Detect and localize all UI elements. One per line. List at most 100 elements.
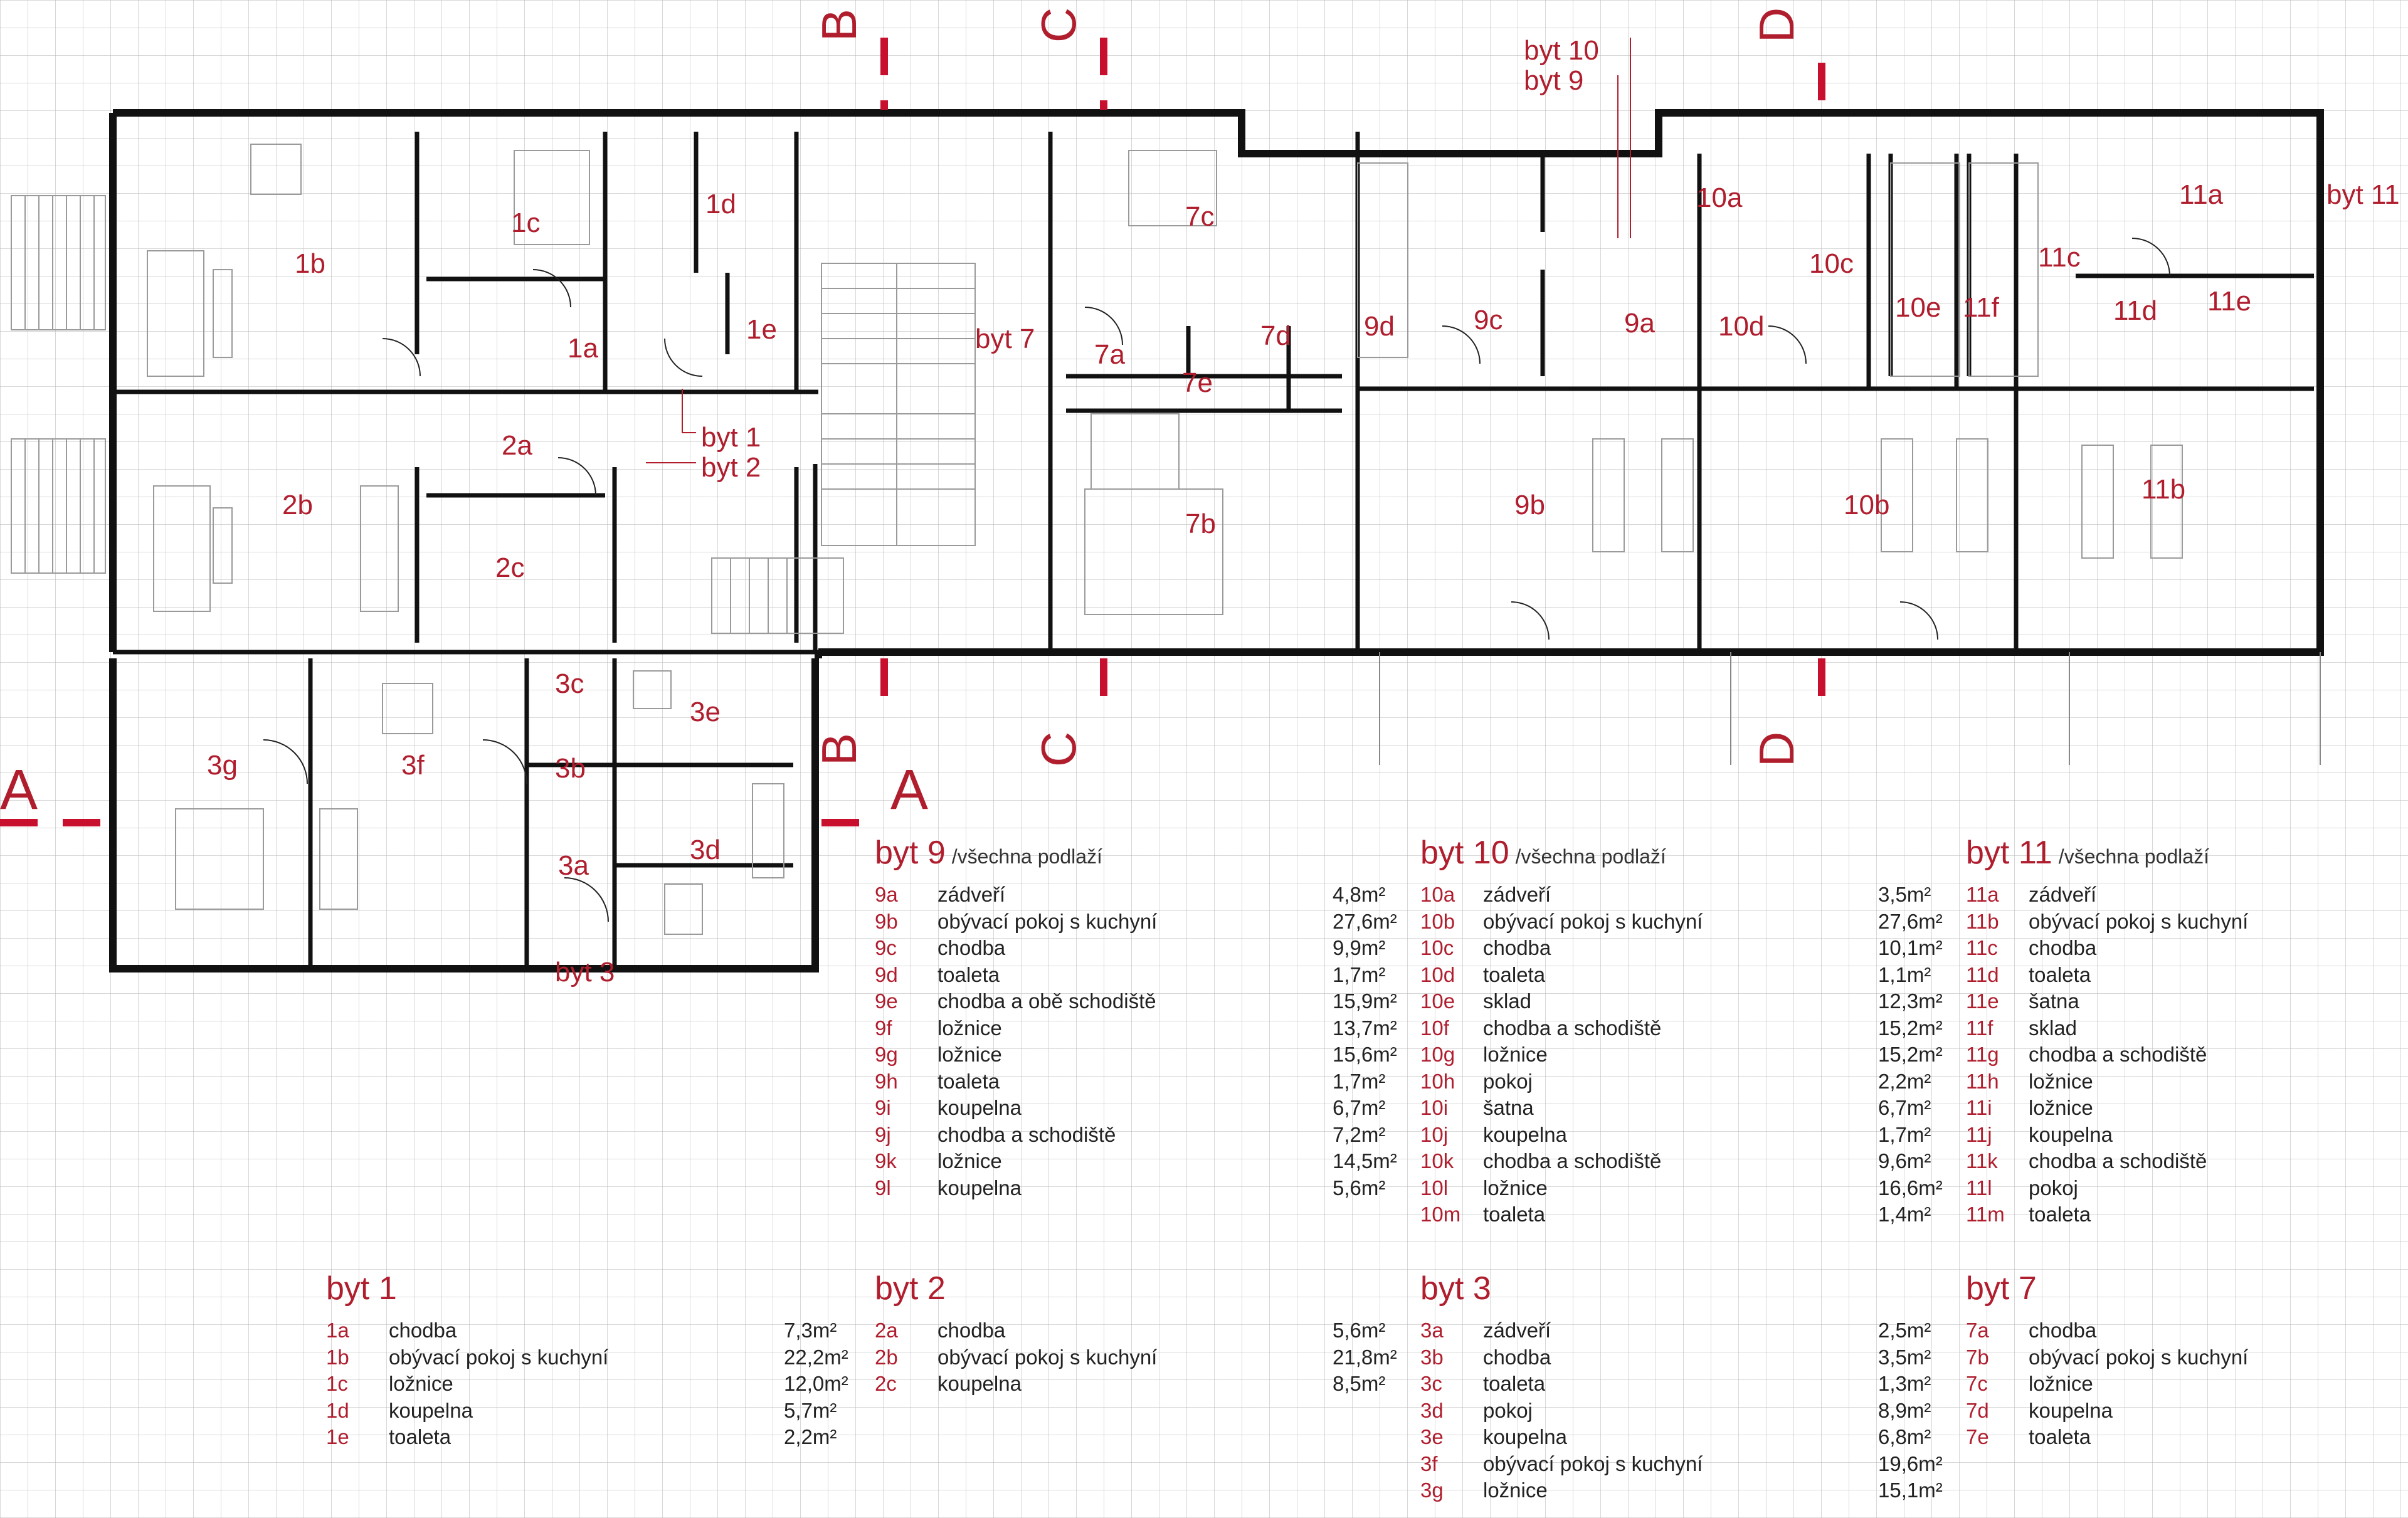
legend-row: 3d pokoj 8,9m² <box>1420 1398 1972 1425</box>
unit-label-byt3: byt 3 <box>555 957 615 988</box>
room-label: 2c <box>495 552 524 583</box>
legend-row: 7achodba3,8m² <box>1966 1317 2408 1344</box>
section-label-D-bottom: D <box>1749 732 1804 767</box>
legend-name: ložnice <box>389 1372 453 1395</box>
legend-name: chodba <box>1483 1345 1551 1369</box>
unit-label-byt7: byt 7 <box>975 324 1035 354</box>
legend-byt11: byt 11/všechna podlaží 11azádveří6,2m²11… <box>1966 834 2408 1228</box>
legend-name: koupelna <box>2029 1398 2113 1422</box>
legend-code: 9k <box>875 1149 897 1173</box>
legend-title: byt 7 <box>1966 1270 2037 1307</box>
legend-area: 6,7m² <box>1878 1096 1931 1119</box>
legend-code: 1d <box>326 1398 349 1422</box>
legend-name: koupelna <box>1483 1122 1567 1146</box>
legend-row: 11azádveří6,2m² <box>1966 882 2408 909</box>
legend-name: toaleta <box>1483 962 1546 986</box>
legend-code: 7d <box>1966 1398 1989 1422</box>
unit-label-byt2: byt 2 <box>701 452 761 483</box>
legend-area: 7,3m² <box>784 1319 837 1342</box>
room-label: 9b <box>1514 490 1545 520</box>
legend-code: 10f <box>1420 1016 1449 1040</box>
legend-code: 10l <box>1420 1176 1449 1199</box>
legend-row: 7dkoupelna4,0m² <box>1966 1398 2408 1425</box>
legend-area: 3,5m² <box>1878 883 1931 906</box>
legend-name: pokoj <box>1483 1398 1533 1422</box>
legend-code: 9c <box>875 936 897 959</box>
legend-area: 12,0m² <box>784 1372 848 1395</box>
legend-name: obývací pokoj s kuchyní <box>389 1345 609 1369</box>
legend-code: 3g <box>1420 1478 1444 1502</box>
room-label: 10b <box>1844 490 1889 520</box>
legend-name: obývací pokoj s kuchyní <box>2029 1345 2249 1369</box>
legend-title: byt 2 <box>875 1270 946 1307</box>
legend-name: toaleta <box>1483 1372 1546 1395</box>
unit-leader-lines <box>646 389 696 463</box>
legend-name: koupelna <box>937 1372 1022 1395</box>
legend-area: 2,5m² <box>1878 1319 1931 1342</box>
legend-title: byt 3 <box>1420 1270 1491 1307</box>
legend-code: 11k <box>1966 1149 1998 1173</box>
legend-rows: 7achodba3,8m²7bobývací pokoj s kuchyní18… <box>1966 1317 2408 1451</box>
room-label: 1e <box>746 314 777 345</box>
legend-rows: 11azádveří6,2m²11bobývací pokoj s kuchyn… <box>1966 882 2408 1228</box>
legend-name: koupelna <box>389 1398 473 1422</box>
legend-code: 11c <box>1966 936 1998 959</box>
legend-code: 9b <box>875 909 898 933</box>
legend-area: 7,2m² <box>1333 1122 1386 1146</box>
legend-code: 9h <box>875 1069 898 1093</box>
room-label: 7b <box>1185 509 1216 539</box>
legend-row: 11hložnice14,2m² <box>1966 1068 2408 1095</box>
legend-name: chodba <box>389 1319 457 1342</box>
legend-row: 7etoaleta1,3m² <box>1966 1424 2408 1451</box>
room-label: 7a <box>1094 339 1125 370</box>
unit-label-byt11: byt 11 <box>2326 179 2400 210</box>
legend-area: 15,6m² <box>1333 1043 1397 1066</box>
legend-area: 27,6m² <box>1878 909 1943 933</box>
room-label: 11d <box>2113 295 2157 326</box>
legend-code: 7a <box>1966 1319 1989 1342</box>
legend-area: 8,9m² <box>1878 1398 1931 1422</box>
legend-code: 9j <box>875 1122 891 1146</box>
room-label: 3f <box>401 750 425 781</box>
legend-code: 9f <box>875 1016 892 1040</box>
legend-area: 6,7m² <box>1333 1096 1386 1119</box>
legend-code: 3d <box>1420 1398 1444 1422</box>
legend-code: 10m <box>1420 1203 1461 1226</box>
legend-area: 15,2m² <box>1878 1016 1943 1040</box>
legend-name: ložnice <box>2029 1096 2093 1119</box>
unit-label-byt9: byt 9 <box>1524 65 1583 96</box>
room-label: 10a <box>1696 182 1743 213</box>
legend-area: 6,8m² <box>1878 1425 1931 1448</box>
legend-area: 5,7m² <box>784 1398 837 1422</box>
room-label: 3d <box>690 835 721 865</box>
section-labels: B C D B C D A A <box>0 8 1804 821</box>
legend-area: 10,1m² <box>1878 936 1943 959</box>
legend-name: pokoj <box>2029 1176 2078 1199</box>
room-label: 9c <box>1474 305 1502 335</box>
legend-name: koupelna <box>2029 1122 2113 1146</box>
legend-code: 10k <box>1420 1149 1454 1173</box>
legend-area: 2,2m² <box>1878 1069 1931 1093</box>
legend-code: 10e <box>1420 989 1455 1013</box>
